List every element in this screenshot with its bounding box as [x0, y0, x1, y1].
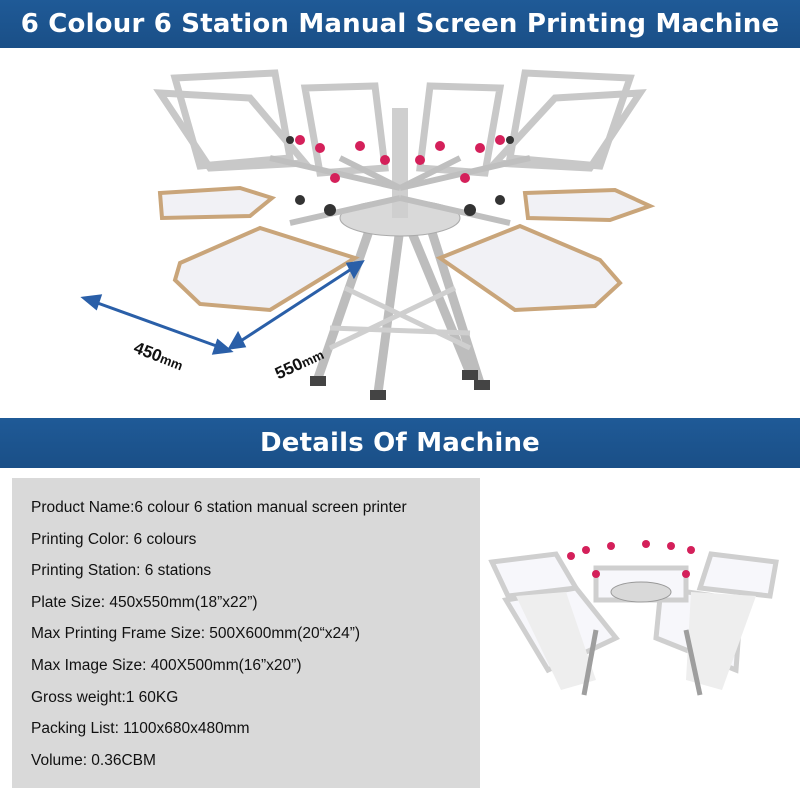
section-title: Details Of Machine: [259, 428, 540, 458]
machine-hero-image: 450mm 550mm: [0, 48, 800, 418]
detail-item: Product Name:6 colour 6 station manual s…: [31, 499, 407, 516]
detail-item: Volume: 0.36CBM: [31, 751, 156, 769]
page-title-banner: 6 Colour 6 Station Manual Screen Printin…: [0, 0, 800, 48]
machine-top-view-illustration: [488, 540, 779, 696]
detail-item: Printing Station: 6 stations: [31, 562, 212, 580]
detail-item: Max Image Size: 400X500mm(16”x20”): [31, 656, 302, 674]
section-title-banner: Details Of Machine: [0, 418, 800, 468]
detail-item: Plate Size: 450x550mm(18”x22”): [31, 593, 258, 611]
details-list: Product Name:6 colour 6 station manual s…: [12, 478, 480, 781]
detail-item: Max Printing Frame Size: 500X600mm(20“x2…: [31, 625, 361, 643]
machine-product-photo: [486, 530, 800, 705]
screen-printing-machine-illustration: [80, 69, 656, 400]
page-title: 6 Colour 6 Station Manual Screen Printin…: [20, 9, 780, 39]
details-panel: Product Name:6 colour 6 station manual s…: [12, 478, 480, 788]
detail-item: Gross weight:1 60KG: [31, 688, 179, 706]
double-arrow-icon: [80, 260, 365, 355]
detail-item: Printing Color: 6 colours: [31, 530, 197, 548]
detail-item: Packing List: 1100x680x480mm: [31, 720, 250, 738]
